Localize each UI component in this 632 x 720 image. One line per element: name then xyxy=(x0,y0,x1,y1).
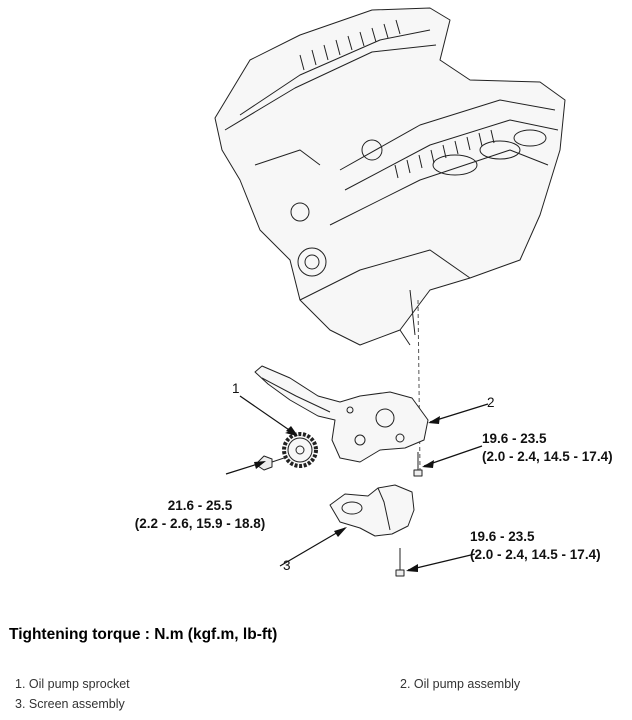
engine-block-illustration xyxy=(214,7,566,346)
screen-bolt-illustration xyxy=(395,548,405,577)
callout-1: 1 xyxy=(232,381,240,396)
tightening-torque-heading: Tightening torque : N.m (kgf.m, lb-ft) xyxy=(9,626,278,643)
legend-item-oil-pump-assembly: 2. Oil pump assembly xyxy=(400,677,521,691)
torque-spec-screen-bolt: 19.6 - 23.5 (2.0 - 2.4, 14.5 - 17.4) xyxy=(470,528,601,564)
torque-spec-screen-nm: 19.6 - 23.5 xyxy=(470,529,535,544)
callout-3: 3 xyxy=(283,558,291,573)
legend-item-screen-assembly: 3. Screen assembly xyxy=(15,697,125,711)
pump-bolt-illustration xyxy=(413,452,423,477)
torque-spec-pump-alt: (2.0 - 2.4, 14.5 - 17.4) xyxy=(482,449,613,464)
exploded-view-diagram xyxy=(214,7,566,577)
torque-spec-screen-alt: (2.0 - 2.4, 14.5 - 17.4) xyxy=(470,547,601,562)
torque-spec-pump-nm: 19.6 - 23.5 xyxy=(482,431,547,446)
torque-spec-sprocket-bolt: 21.6 - 25.5 (2.2 - 2.6, 15.9 - 18.8) xyxy=(130,497,270,533)
screen-assembly-illustration xyxy=(329,484,415,537)
torque-spec-sprocket-alt: (2.2 - 2.6, 15.9 - 18.8) xyxy=(134,516,266,531)
torque-spec-sprocket-nm: 21.6 - 25.5 xyxy=(167,498,233,513)
callout-2: 2 xyxy=(487,395,495,410)
oil-pump-assembly-illustration xyxy=(254,365,429,463)
oil-pump-sprocket-illustration xyxy=(282,432,318,468)
torque-spec-pump-bolt: 19.6 - 23.5 (2.0 - 2.4, 14.5 - 17.4) xyxy=(482,430,613,466)
legend-item-oil-pump-sprocket: 1. Oil pump sprocket xyxy=(15,677,130,691)
